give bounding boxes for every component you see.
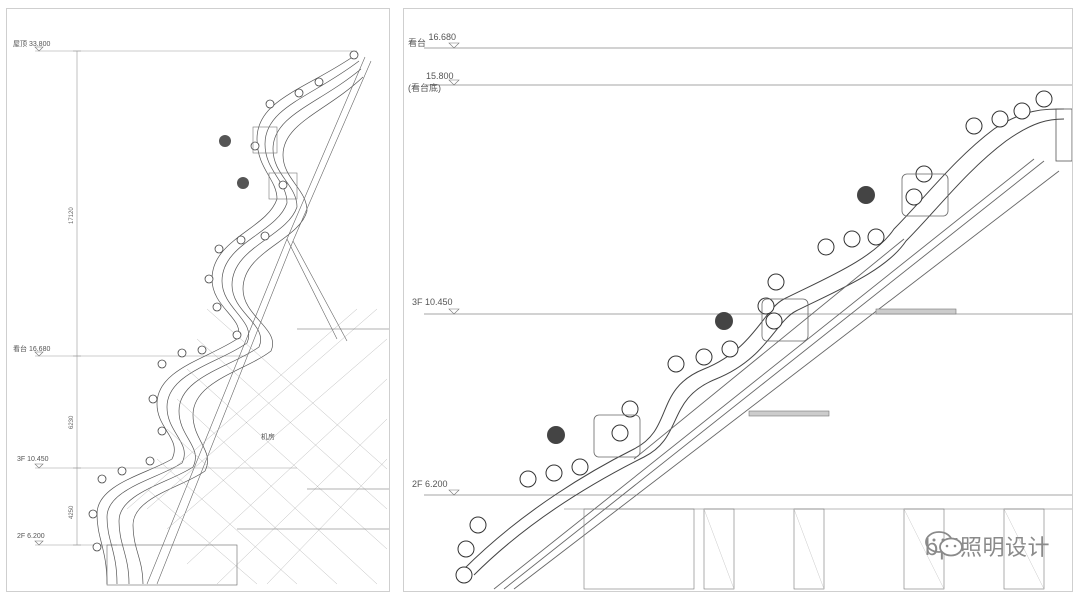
right-section-drawing: 看台 16.680 15.800 (看台底) 3F 10.450 2F 6.20… xyxy=(403,8,1073,592)
right-level-3f-label: 3F 10.450 xyxy=(412,297,453,307)
wechat-icon xyxy=(925,531,964,557)
level-2f-label: 2F 6.200 xyxy=(17,533,45,540)
right-level-2f-label: 2F 6.200 xyxy=(412,479,448,489)
right-level-underside-label: 15.800 (看台底) xyxy=(408,71,454,93)
level-stand-label: 看台 16.680 xyxy=(13,346,51,353)
right-section-lines xyxy=(424,42,1072,590)
detail-markers-right xyxy=(547,173,949,458)
luminaire-group-left xyxy=(88,50,359,552)
luminaire-group-right xyxy=(455,90,1053,584)
detail-markers-left xyxy=(219,126,298,200)
left-section-lines xyxy=(34,46,389,586)
left-section-drawing: 屋顶 33.800 看台 16.680 3F 10.450 2F 6.200 1… xyxy=(6,8,390,592)
room-note: 机房 xyxy=(261,434,275,441)
dimension-6230: 6230 xyxy=(69,415,75,429)
dimension-17120: 17120 xyxy=(69,207,75,224)
level-3f-label: 3F 10.450 xyxy=(17,456,49,463)
dimension-4250: 4250 xyxy=(69,505,75,519)
level-roof-label: 屋顶 33.800 xyxy=(13,41,51,48)
watermark: bpi照明设计 xyxy=(924,530,1050,562)
right-level-stand-label: 看台 16.680 xyxy=(408,32,457,48)
